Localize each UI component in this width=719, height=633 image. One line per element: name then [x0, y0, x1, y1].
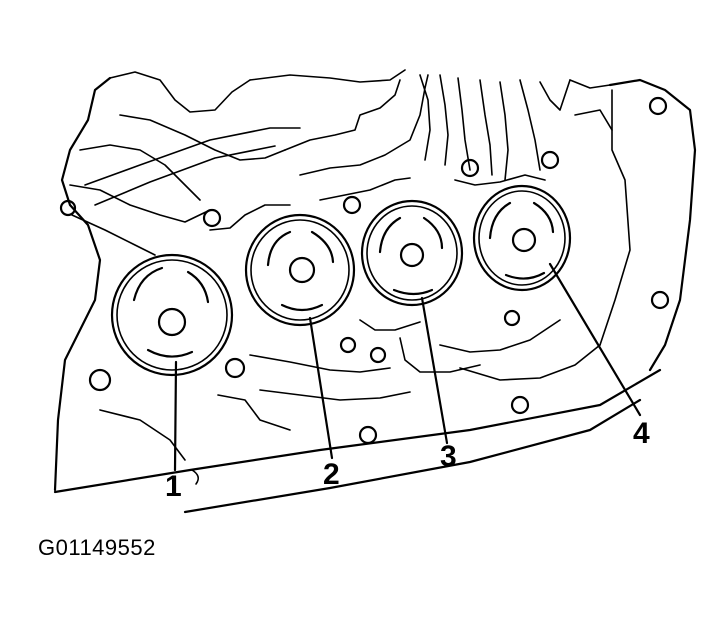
- accumulator-cover-2: [244, 213, 356, 327]
- bolt-hole: [460, 158, 480, 178]
- callout-4: 4: [633, 417, 650, 450]
- valve-body-casting: [53, 69, 697, 514]
- bolt-hole: [342, 195, 362, 215]
- leader-line-1: [173, 360, 178, 472]
- callout-2: 2: [323, 458, 340, 491]
- accumulator-cover-3: [360, 199, 464, 307]
- bolt-hole: [224, 357, 246, 379]
- figure-id: G01149552: [38, 535, 156, 560]
- bolt-hole: [88, 368, 112, 392]
- callout-1: 1: [165, 470, 182, 503]
- bolt-hole: [369, 346, 387, 364]
- clip-mark: [191, 469, 200, 485]
- bolt-holes: [59, 96, 670, 445]
- bolt-hole: [59, 199, 77, 217]
- bolt-hole: [650, 290, 670, 310]
- leader-line-2: [308, 316, 334, 460]
- callout-3: 3: [440, 440, 457, 473]
- accumulator-cover-1: [110, 253, 234, 377]
- leader-line-4: [548, 262, 642, 417]
- bolt-hole: [339, 336, 357, 354]
- bolt-hole: [358, 425, 378, 445]
- bolt-hole: [503, 309, 521, 327]
- bolt-hole: [510, 395, 530, 415]
- bolt-hole: [648, 96, 668, 116]
- accumulator-cover-4: [472, 184, 572, 292]
- leader-line-3: [420, 296, 449, 445]
- leader-lines: [173, 262, 642, 485]
- bolt-hole: [202, 208, 222, 228]
- bolt-hole: [540, 150, 560, 170]
